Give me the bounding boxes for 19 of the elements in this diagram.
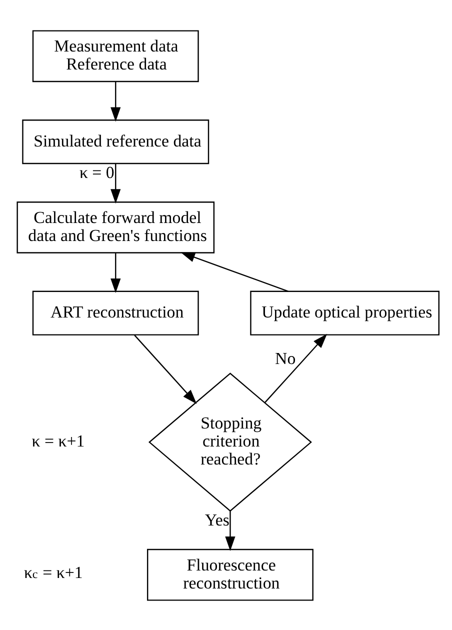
- node-box: Calculate forward model data and Green's functions: [16, 201, 215, 253]
- arrow: [225, 510, 236, 550]
- arrow: [110, 81, 121, 122]
- node-box: ART reconstruction: [32, 290, 199, 335]
- edge-label: No: [275, 348, 296, 368]
- arrow: [110, 163, 121, 204]
- node-box: Update optical properties: [250, 290, 440, 335]
- arrow: [110, 252, 121, 292]
- node-diamond: Stopping criterion reached?: [148, 372, 312, 512]
- label: κ = κ+1: [32, 431, 85, 450]
- edge-label: Yes: [204, 510, 230, 529]
- node-box: Fluorescence reconstruction: [147, 548, 314, 600]
- label: κc = κ+1: [24, 562, 83, 582]
- arrow: [134, 334, 197, 404]
- arrow: [264, 333, 328, 402]
- edge-label: κ = 0: [79, 162, 114, 182]
- arrow: [180, 252, 288, 292]
- node-box: Simulated reference data: [22, 118, 210, 164]
- node-box: Measurement data Reference data: [32, 30, 199, 82]
